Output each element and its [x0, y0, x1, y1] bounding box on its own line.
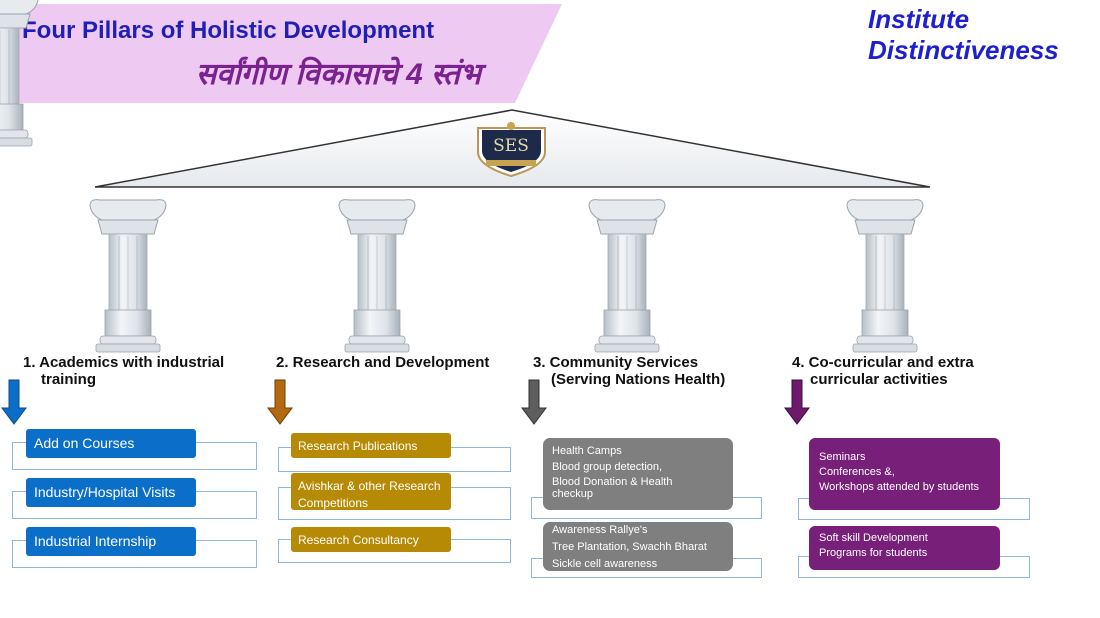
pillar-column-4 — [846, 199, 924, 353]
logo-text: SES — [493, 136, 529, 156]
research-publications-box: Research Publications — [291, 433, 451, 458]
down-arrow-icon — [267, 379, 293, 425]
pillar-4-heading: 4. Co-curricular and extra curricular ac… — [792, 354, 974, 388]
pillars-structure: SES — [0, 0, 931, 188]
pillar-column-2 — [338, 199, 416, 353]
research-consultancy-box: Research Consultancy — [291, 527, 451, 552]
industry-hospital-visits-box: Industry/Hospital Visits — [26, 478, 196, 507]
seminars-box: Seminars Conferences &, Workshops attend… — [809, 438, 1000, 510]
title-banner — [7, 4, 562, 103]
logo-ribbon — [486, 160, 536, 166]
add-on-courses-box: Add on Courses — [26, 429, 196, 458]
down-arrow-icon — [1, 379, 27, 425]
down-arrow-icon — [784, 379, 810, 425]
ses-logo — [477, 122, 546, 178]
pillar-column-1 — [89, 199, 167, 353]
institute-distinctiveness-label: Institute Distinctiveness — [868, 4, 1059, 65]
pillar-2-heading: 2. Research and Development — [276, 354, 490, 371]
pillar-columns — [89, 199, 924, 353]
title-marathi: सर्वांगीण विकासाचे 4 स्तंभ — [196, 58, 481, 91]
pillar-3-heading: 3. Community Services (Serving Nations H… — [533, 354, 726, 388]
soft-skill-box: Soft skill Development Programs for stud… — [809, 526, 1000, 570]
awareness-rallies-box: Awareness Rallye's Tree Plantation, Swac… — [543, 522, 733, 571]
health-camps-box: Health Camps Blood group detection, Bloo… — [543, 438, 733, 510]
title-english: Four Pillars of Holistic Development — [22, 17, 435, 44]
pillar-1-heading: 1. Academics with industrial training — [23, 354, 225, 388]
down-arrow-icon — [521, 379, 547, 425]
arrows — [1, 379, 810, 425]
pillar-column-3 — [588, 199, 666, 353]
industrial-internship-box: Industrial Internship — [26, 527, 196, 556]
research-competitions-box: Avishkar & other Research Competitions — [291, 473, 451, 510]
